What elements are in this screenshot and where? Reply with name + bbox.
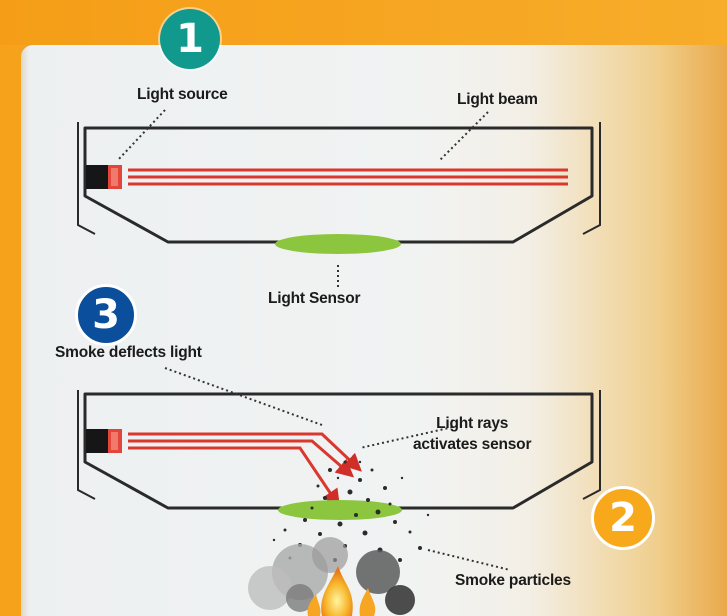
- panel-edge-shadow: [21, 45, 29, 616]
- step-3-badge: 3: [75, 284, 137, 346]
- smoke-cloud: [248, 537, 415, 615]
- light-rays-label: Light rays activates sensor: [413, 413, 531, 455]
- smoke-particles: [272, 460, 430, 562]
- top-chamber: [77, 122, 601, 244]
- bottom-light-source: [86, 429, 122, 453]
- light-rays-label-line1: Light rays: [436, 415, 509, 432]
- light-source-pointer: [117, 109, 166, 161]
- light-rays-label-line2: activates sensor: [413, 436, 532, 453]
- smoke-particles-pointer: [427, 549, 511, 571]
- top-light-beam: [128, 168, 568, 186]
- fire-icon: [307, 566, 376, 616]
- smoke-deflects-pointer: [164, 367, 323, 426]
- bottom-chamber: [77, 390, 601, 510]
- light-sensor-label: Light Sensor: [268, 290, 361, 307]
- light-beam-pointer: [439, 111, 489, 161]
- top-light-sensor: [275, 234, 401, 254]
- deflected-light-rays: [128, 432, 362, 508]
- smoke-deflects-light-label: Smoke deflects light: [55, 344, 202, 361]
- light-source-label: Light source: [137, 86, 228, 103]
- bottom-light-sensor: [278, 500, 402, 520]
- light-beam-label: Light beam: [457, 91, 538, 108]
- top-orange-band: [0, 0, 727, 45]
- step-1-badge: 1: [160, 9, 220, 69]
- top-light-source: [86, 165, 122, 189]
- step-2-badge: 2: [591, 486, 655, 550]
- smoke-particles-label: Smoke particles: [455, 572, 571, 589]
